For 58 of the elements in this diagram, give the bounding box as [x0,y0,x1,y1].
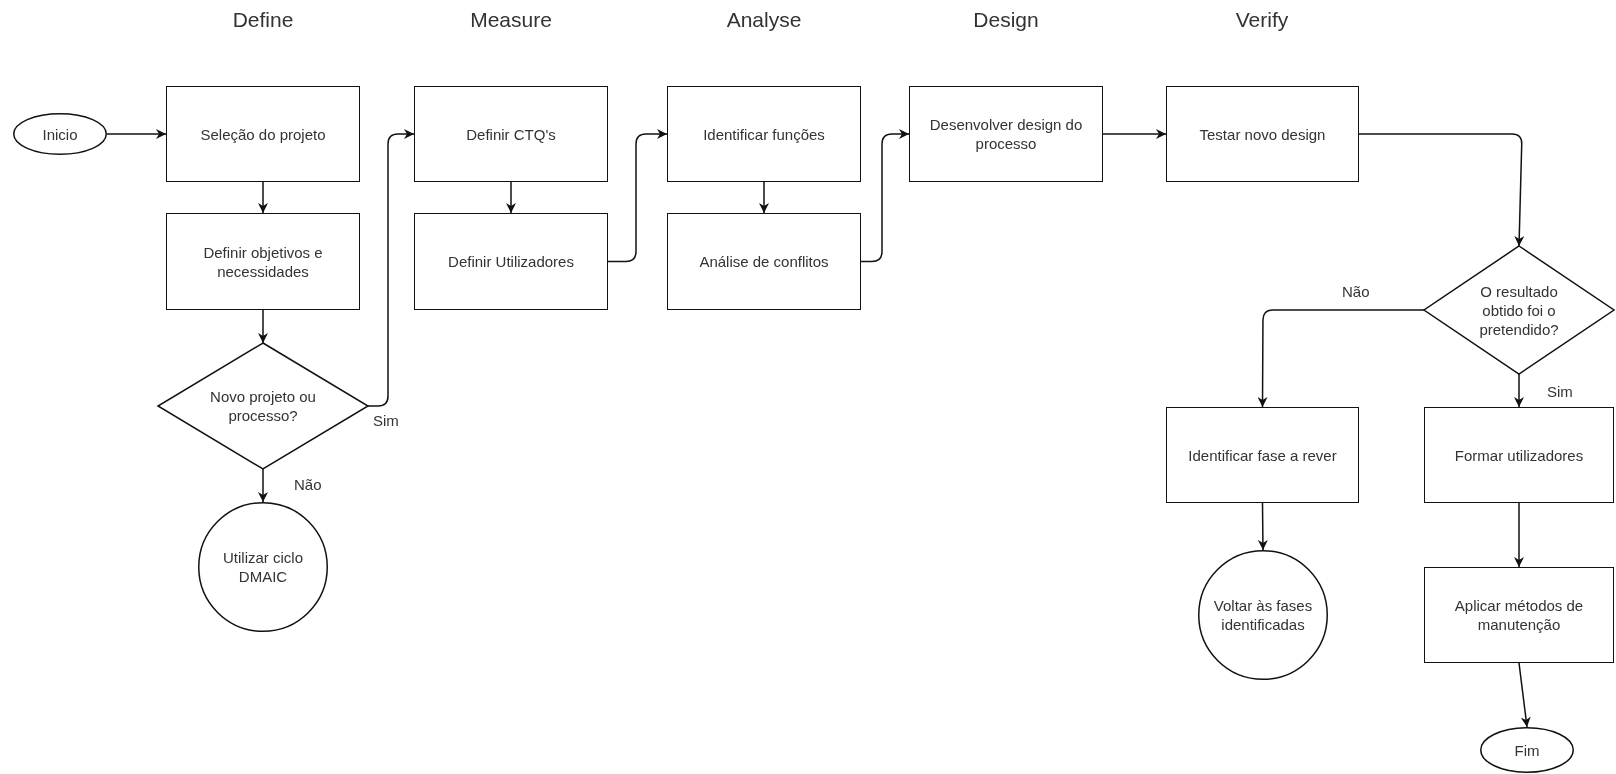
arrow [1518,662,1531,728]
arrow [1102,129,1167,139]
box-label: Voltar às fases identificadas [1212,596,1314,634]
edge-label: Sim [371,412,401,429]
arrow [860,129,910,263]
arrow [258,309,268,344]
process-box [1166,407,1359,503]
process-box [166,213,360,310]
phase-heading: Analyse [726,8,802,32]
process-box [414,213,608,310]
process-box [414,86,608,182]
arrow [607,129,668,263]
arrow [258,468,268,503]
box-label: Definir CTQ's [466,124,556,144]
process-box [909,86,1103,182]
terminal-ellipse [13,113,107,155]
box-label: Definir objetivos e necessidades [202,242,324,281]
decision-diamond [1424,246,1614,374]
phase-heading: Design [973,8,1039,32]
arrow [1358,133,1525,247]
edge-label: Não [1340,283,1372,300]
connector-circle [198,502,328,632]
arrow [759,181,769,214]
edge-label: Sim [1545,383,1575,400]
box-label: Definir Utilizadores [448,252,574,271]
box-label: Aplicar métodos de manutenção [1453,596,1585,634]
box-label: Utilizar ciclo DMAIC [222,548,304,586]
box-label: Desenvolver design do processo [928,115,1084,153]
arrow [1514,373,1524,408]
box-label: Identificar fase a rever [1188,445,1337,465]
box-label: Novo projeto ou processo? [209,387,317,425]
box-label: Testar novo design [1199,124,1326,144]
process-box [667,86,861,182]
decision-diamond [158,343,368,469]
box-label: Análise de conflitos [699,252,829,271]
arrow [1257,502,1268,551]
process-box [1424,567,1614,663]
edge-label: Não [292,476,324,493]
box-label: Identificar funções [703,124,825,144]
box-label: Seleção do projeto [200,124,326,144]
process-box [166,86,360,182]
connector-circle [1198,550,1328,680]
phase-heading: Measure [470,8,552,32]
process-box [667,213,861,310]
arrow [1257,309,1425,408]
arrow [106,129,167,139]
arrow [1514,502,1524,568]
phase-heading: Define [232,8,294,32]
process-box [1424,407,1614,503]
box-label: Inicio [42,124,78,144]
arrow [258,181,268,214]
terminal-ellipse [1480,727,1574,773]
phase-heading: Verify [1235,8,1289,32]
box-label: Formar utilizadores [1454,445,1584,465]
process-box [1166,86,1359,182]
box-label: O resultado obtido foi o pretendido? [1478,281,1560,339]
box-label: Fim [1514,740,1540,760]
arrow [506,181,516,214]
